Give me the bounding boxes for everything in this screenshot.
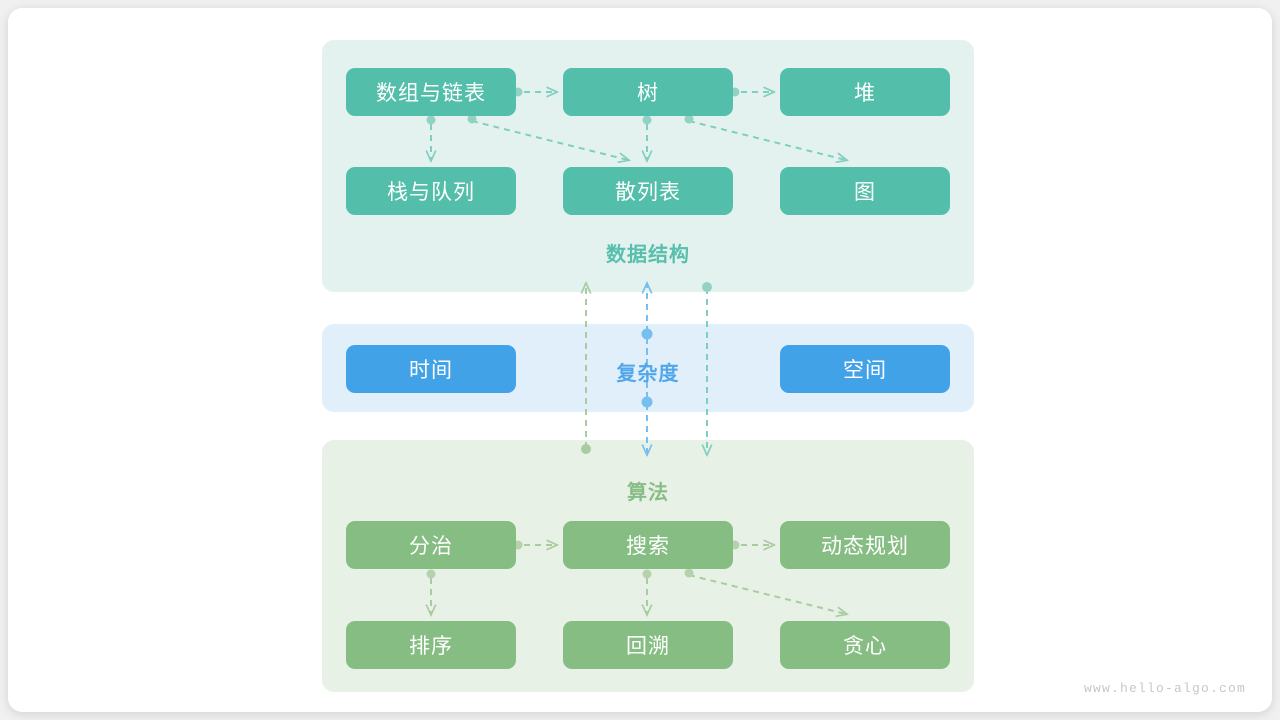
node-label: 时间 bbox=[409, 359, 453, 382]
node-hash-table[interactable]: 散列表 bbox=[563, 167, 733, 215]
node-search[interactable]: 搜索 bbox=[563, 521, 733, 569]
node-label: 排序 bbox=[409, 635, 453, 658]
node-space[interactable]: 空间 bbox=[780, 345, 950, 393]
node-label: 回溯 bbox=[626, 635, 670, 658]
section-title-algorithm: 算法 bbox=[627, 482, 669, 504]
node-label: 数组与链表 bbox=[376, 82, 486, 105]
node-time[interactable]: 时间 bbox=[346, 345, 516, 393]
node-divide-conquer[interactable]: 分治 bbox=[346, 521, 516, 569]
section-title-complexity: 复杂度 bbox=[616, 363, 680, 385]
node-label: 动态规划 bbox=[821, 535, 909, 558]
node-tree[interactable]: 树 bbox=[563, 68, 733, 116]
node-label: 堆 bbox=[854, 82, 876, 105]
site-watermark: www.hello-algo.com bbox=[1083, 681, 1246, 696]
diagram-canvas: 数组与链表 树 堆 栈与队列 散列表 图 数据结构 时间 空间 复杂度 算法 分… bbox=[8, 8, 1272, 712]
node-backtracking[interactable]: 回溯 bbox=[563, 621, 733, 669]
node-stack-queue[interactable]: 栈与队列 bbox=[346, 167, 516, 215]
node-label: 贪心 bbox=[843, 635, 887, 658]
node-label: 图 bbox=[854, 181, 876, 204]
node-label: 栈与队列 bbox=[387, 181, 475, 204]
node-label: 搜索 bbox=[626, 535, 670, 558]
node-label: 散列表 bbox=[615, 181, 681, 204]
node-label: 分治 bbox=[409, 535, 453, 558]
node-heap[interactable]: 堆 bbox=[780, 68, 950, 116]
node-dynamic-programming[interactable]: 动态规划 bbox=[780, 521, 950, 569]
node-label: 树 bbox=[637, 82, 659, 105]
node-graph[interactable]: 图 bbox=[780, 167, 950, 215]
node-sorting[interactable]: 排序 bbox=[346, 621, 516, 669]
node-label: 空间 bbox=[843, 359, 887, 382]
node-greedy[interactable]: 贪心 bbox=[780, 621, 950, 669]
node-array-linkedlist[interactable]: 数组与链表 bbox=[346, 68, 516, 116]
section-title-data-structure: 数据结构 bbox=[606, 244, 690, 266]
